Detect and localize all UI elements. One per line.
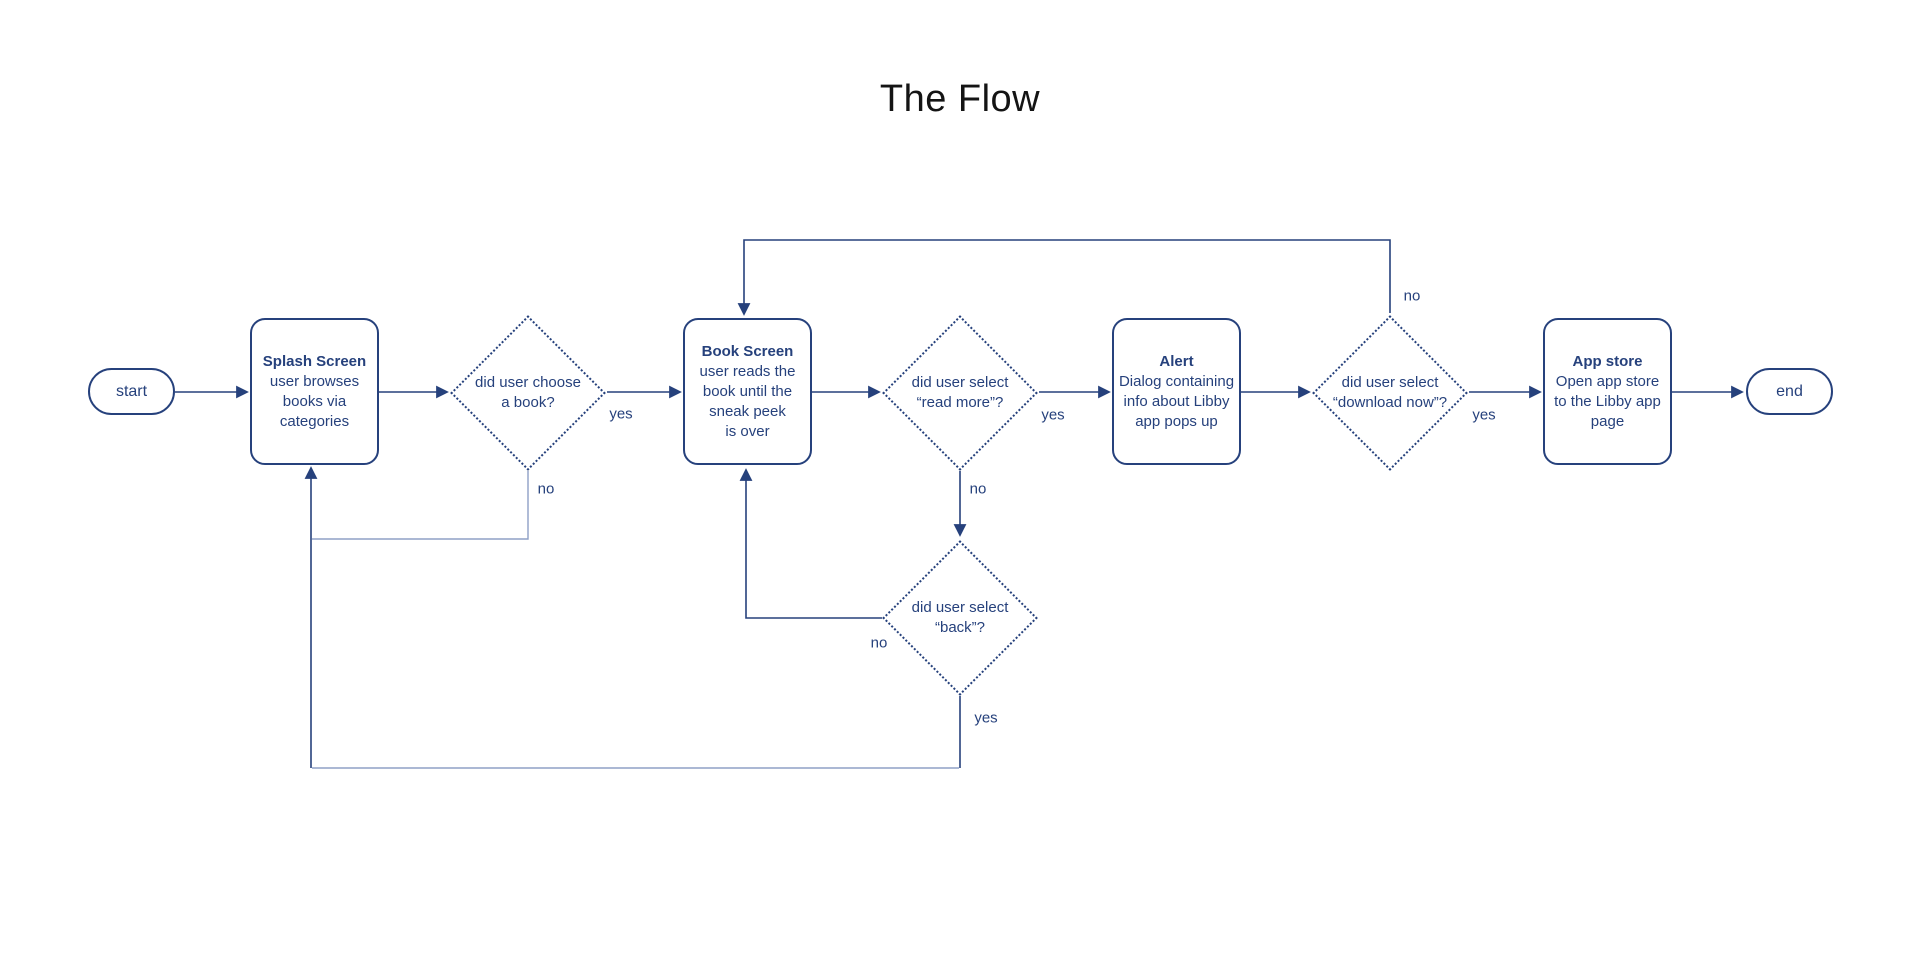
decision-read-more: did user select “read more”?: [882, 315, 1038, 471]
book-screen-description: user reads the book until the sneak peek…: [699, 362, 796, 440]
edge-label-download-now-yes: yes: [1472, 406, 1496, 424]
edge-label-choose-book-no: no: [537, 480, 555, 498]
alert-title: Alert: [1159, 352, 1194, 370]
end-node: end: [1746, 368, 1833, 415]
app-store-title: App store: [1572, 352, 1643, 370]
splash-screen-title: Splash Screen: [262, 352, 367, 370]
book-screen-title: Book Screen: [701, 342, 794, 360]
connector-back-no-to-book-bottom: [739, 468, 882, 619]
decision-back-question: did user select “back”?: [911, 599, 1009, 636]
app-store-node: App store Open app store to the Libby ap…: [1543, 318, 1672, 465]
start-node: start: [88, 368, 175, 415]
edge-label-read-more-no: no: [969, 480, 987, 498]
book-screen-node: Book Screen user reads the book until th…: [683, 318, 812, 465]
decision-choose-book: did user choose a book?: [450, 315, 606, 471]
edge-label-download-now-no: no: [1403, 287, 1421, 305]
alert-description: Dialog containing info about Libby app p…: [1118, 372, 1235, 430]
decision-download-now: did user select “download now”?: [1312, 315, 1468, 471]
decision-back: did user select “back”?: [882, 540, 1038, 696]
connector-choose-book-no-segment: [312, 471, 529, 540]
edge-label-choose-book-yes: yes: [609, 405, 633, 423]
decision-choose-book-question: did user choose a book?: [475, 374, 581, 411]
connector-download-now-no-to-book-top: [737, 239, 1391, 316]
decision-read-more-question: did user select “read more”?: [911, 374, 1009, 411]
edge-label-back-yes: yes: [974, 709, 998, 727]
alert-node: Alert Dialog containing info about Libby…: [1112, 318, 1241, 465]
end-node-label: end: [1776, 382, 1803, 400]
splash-screen-node: Splash Screen user browses books via cat…: [250, 318, 379, 465]
edge-label-read-more-yes: yes: [1041, 406, 1065, 424]
decision-download-now-question: did user select “download now”?: [1332, 374, 1448, 411]
start-node-label: start: [115, 382, 148, 400]
splash-screen-description: user browses books via categories: [269, 372, 360, 430]
page-title: The Flow: [879, 78, 1041, 120]
edge-label-back-no: no: [870, 634, 888, 652]
app-store-description: Open app store to the Libby app page: [1554, 372, 1661, 430]
